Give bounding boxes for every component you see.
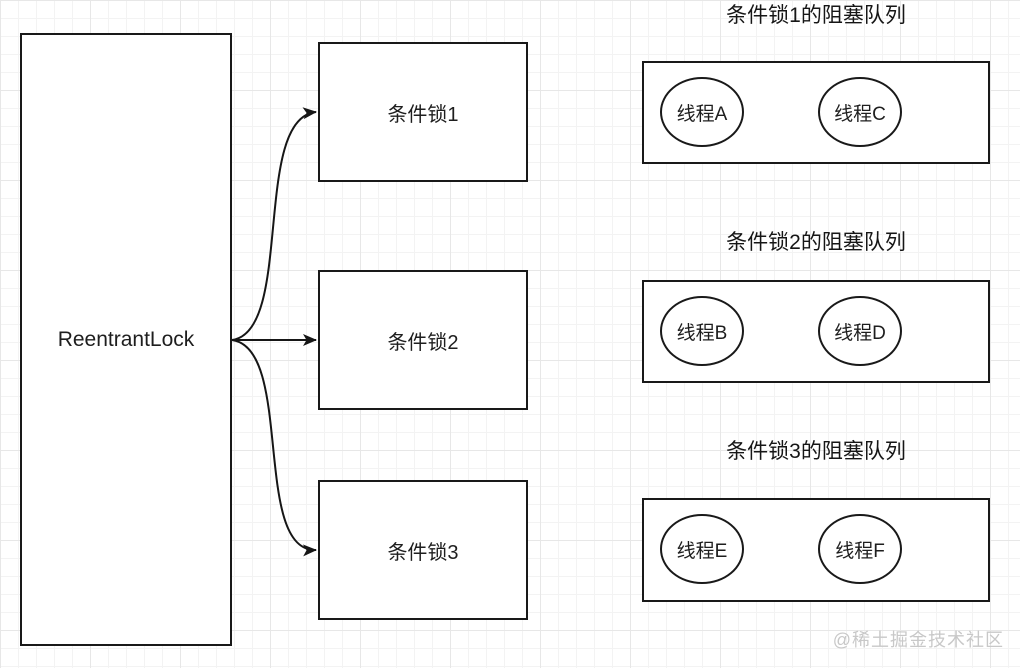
thread-node-c: 线程C (818, 77, 902, 147)
condition-lock-2-label: 条件锁2 (387, 331, 459, 354)
arrow-to-condition-lock-1 (231, 107, 317, 341)
thread-e-label: 线程E (676, 540, 728, 562)
reentrantlock-label: ReentrantLock (57, 327, 195, 351)
condition-lock-1-box: 条件锁1 (318, 42, 528, 182)
condition-lock-3-label: 条件锁3 (387, 541, 459, 564)
condition-lock-2-box: 条件锁2 (318, 270, 528, 410)
thread-node-d: 线程D (818, 296, 902, 366)
thread-node-a: 线程A (660, 77, 744, 147)
thread-c-label: 线程C (834, 103, 886, 125)
thread-node-b: 线程B (660, 296, 744, 366)
queue-1-box: 线程A 线程C (642, 61, 990, 164)
reentrantlock-box: ReentrantLock (20, 33, 232, 646)
watermark: @稀土掘金技术社区 (832, 630, 1004, 650)
thread-f-label: 线程F (835, 540, 885, 562)
condition-lock-1-label: 条件锁1 (387, 103, 459, 126)
thread-a-label: 线程A (676, 103, 728, 125)
queue-3-title: 条件锁3的阻塞队列 (726, 440, 906, 463)
queue-1-title: 条件锁1的阻塞队列 (726, 4, 906, 27)
queue-2-box: 线程B 线程D (642, 280, 990, 383)
thread-node-e: 线程E (660, 514, 744, 584)
queue-3-box: 线程E 线程F (642, 498, 990, 602)
queue-2-title: 条件锁2的阻塞队列 (726, 231, 906, 254)
thread-node-f: 线程F (818, 514, 902, 584)
arrow-to-condition-lock-3 (231, 339, 317, 557)
thread-b-label: 线程B (676, 322, 728, 344)
thread-d-label: 线程D (834, 322, 886, 344)
condition-lock-3-box: 条件锁3 (318, 480, 528, 620)
